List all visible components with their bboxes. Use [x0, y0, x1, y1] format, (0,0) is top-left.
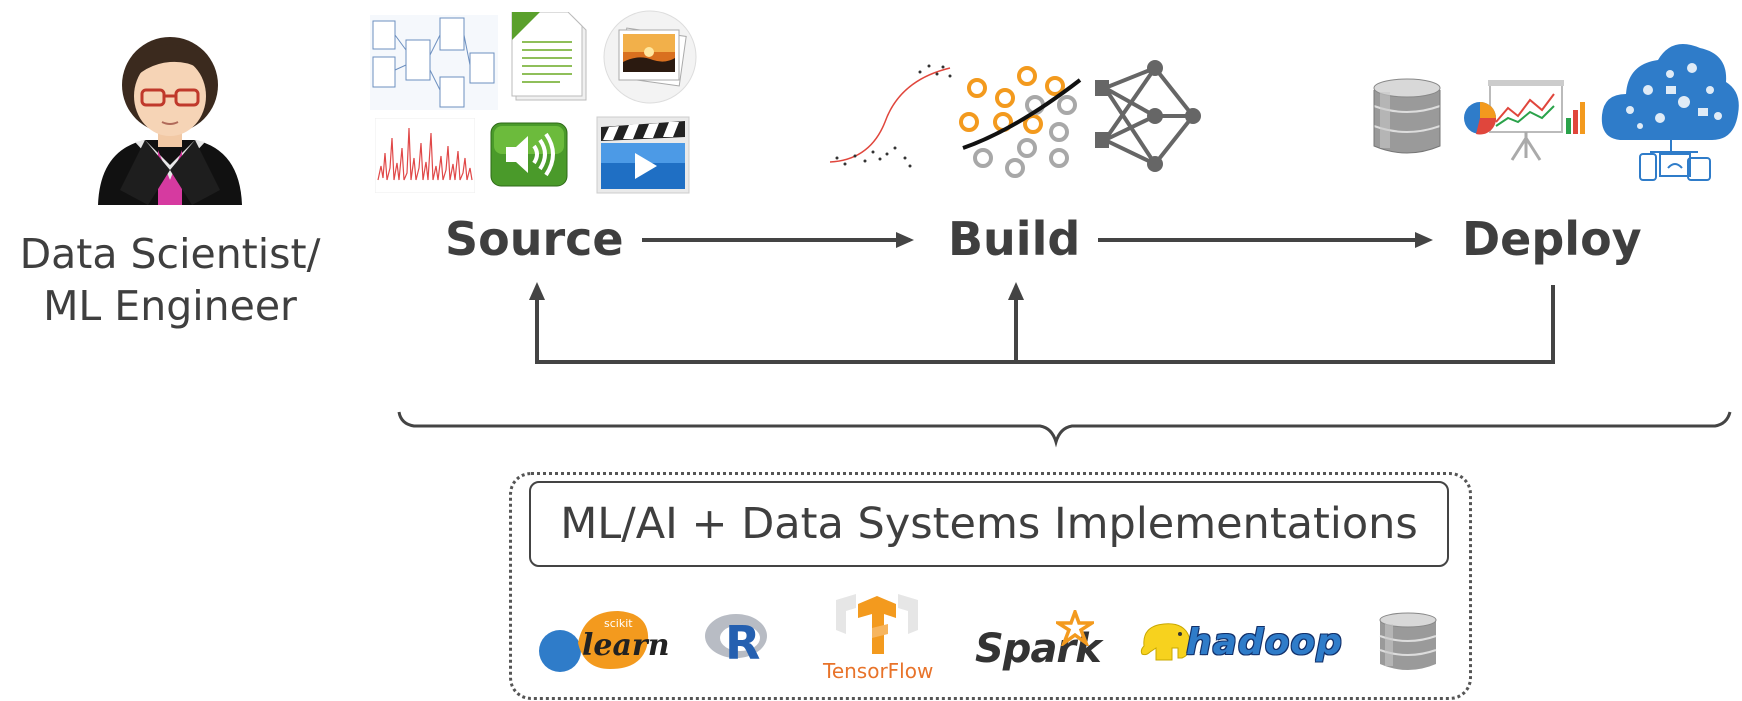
implementations-title: ML/AI + Data Systems Implementations — [560, 499, 1418, 549]
cloud-devices-icon — [1601, 44, 1739, 181]
tensorflow-label: TensorFlow — [823, 659, 934, 683]
feedback-arrowhead-build — [1008, 282, 1024, 300]
scikit-learn-logo — [539, 611, 649, 672]
feedback-arrowhead-source — [529, 282, 545, 300]
r-label: R — [725, 616, 761, 670]
implementations-box — [529, 481, 1449, 567]
schema-diagram-icon — [370, 15, 498, 110]
role-label: Data Scientist/ ML Engineer — [0, 228, 340, 332]
scikit-learn-label: learn — [582, 628, 670, 663]
hadoop-elephant-icon — [1140, 623, 1191, 661]
feedback-loop — [535, 285, 1555, 364]
stage-deploy: Deploy — [1462, 212, 1642, 266]
audio-speaker-icon — [490, 122, 568, 187]
text-document-icon — [511, 12, 587, 101]
role-line-2: ML Engineer — [43, 282, 297, 330]
implementations-frame — [509, 472, 1472, 700]
role-line-1: Data Scientist/ — [19, 230, 321, 278]
person-icon — [98, 37, 242, 205]
r-logo — [705, 614, 767, 658]
stage-build: Build — [948, 212, 1081, 266]
hadoop-label: hadoop — [1186, 622, 1343, 663]
spark-star-icon — [1056, 610, 1094, 646]
presentation-board-icon — [1464, 80, 1585, 161]
video-clapper-icon — [596, 116, 690, 194]
signal-plot-icon — [375, 118, 475, 193]
source-to-build-arrow — [642, 232, 914, 248]
curly-brace — [397, 411, 1732, 448]
tensorflow-logo — [836, 594, 918, 654]
database-logo — [1379, 612, 1437, 670]
neural-network-icon — [1095, 60, 1201, 172]
classifier-scatter-icon — [959, 66, 1082, 178]
database-icon — [1373, 78, 1441, 154]
scikit-learn-small-label: scikit — [604, 617, 633, 630]
photo-stack-icon — [603, 10, 697, 104]
sigmoid-curve-icon — [829, 64, 952, 168]
build-to-deploy-arrow — [1098, 232, 1433, 248]
stage-source: Source — [445, 212, 624, 266]
